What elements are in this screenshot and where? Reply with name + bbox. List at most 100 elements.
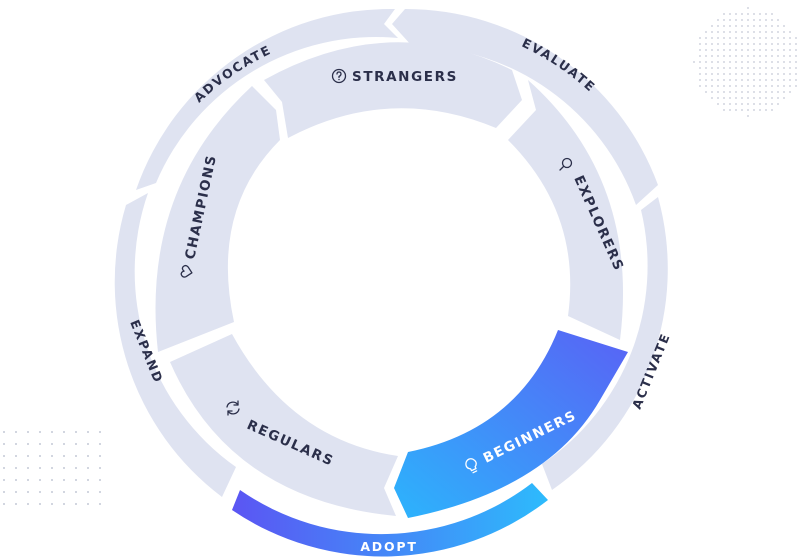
pattern-dot (705, 55, 707, 57)
pattern-dot (693, 61, 695, 63)
pattern-dot (771, 25, 773, 27)
pattern-dot (723, 25, 725, 27)
pattern-dot (765, 103, 767, 105)
pattern-dot (753, 85, 755, 87)
pattern-dot (771, 37, 773, 39)
pattern-dot (735, 43, 737, 45)
pattern-dot (747, 67, 749, 69)
pattern-dot (75, 491, 77, 493)
pattern-dot (717, 61, 719, 63)
pattern-dot (729, 61, 731, 63)
pattern-dot (777, 79, 779, 81)
pattern-dot (729, 103, 731, 105)
segment-regulars[interactable] (170, 334, 398, 516)
pattern-dot (759, 103, 761, 105)
pattern-dot (753, 79, 755, 81)
pattern-dot (15, 479, 17, 481)
segment-strangers[interactable] (264, 42, 522, 138)
pattern-dot (753, 103, 755, 105)
pattern-dot (759, 79, 761, 81)
pattern-dot (777, 67, 779, 69)
magnifier-icon (559, 157, 573, 171)
pattern-dot (747, 91, 749, 93)
pattern-dot (765, 61, 767, 63)
pattern-dot (759, 109, 761, 111)
pattern-dot (99, 491, 101, 493)
pattern-dot (711, 67, 713, 69)
pattern-dot (753, 37, 755, 39)
pattern-dot (771, 85, 773, 87)
pattern-dot (15, 491, 17, 493)
pattern-dot (717, 97, 719, 99)
pattern-dot (771, 19, 773, 21)
pattern-dot (789, 73, 791, 75)
pattern-dot (789, 91, 791, 93)
pattern-dot (723, 31, 725, 33)
pattern-dot (747, 7, 749, 9)
pattern-dot (15, 431, 17, 433)
pattern-dot (723, 55, 725, 57)
pattern-dot (729, 85, 731, 87)
pattern-dot (747, 55, 749, 57)
segment-beginners[interactable] (394, 330, 628, 518)
pattern-dot (789, 49, 791, 51)
pattern-dot (741, 73, 743, 75)
pattern-dot (729, 79, 731, 81)
pattern-dot (747, 31, 749, 33)
segment-explorers[interactable] (508, 80, 624, 340)
pattern-dot (753, 49, 755, 51)
pattern-dot (729, 19, 731, 21)
pattern-dot (87, 479, 89, 481)
pattern-dot (87, 503, 89, 505)
pattern-dot (699, 55, 701, 57)
pattern-dot (735, 25, 737, 27)
pattern-dot (753, 91, 755, 93)
pattern-dot (75, 479, 77, 481)
pattern-dot (771, 103, 773, 105)
pattern-dot (711, 91, 713, 93)
pattern-dot (789, 85, 791, 87)
pattern-dot (87, 467, 89, 469)
pattern-dot (99, 455, 101, 457)
pattern-dot (27, 443, 29, 445)
pattern-dot (27, 479, 29, 481)
pattern-dot (723, 79, 725, 81)
pattern-dot (39, 503, 41, 505)
pattern-dot (753, 25, 755, 27)
pattern-dot (99, 467, 101, 469)
pattern-dot (699, 61, 701, 63)
pattern-dot (759, 43, 761, 45)
pattern-dot (729, 49, 731, 51)
pattern-dot (765, 37, 767, 39)
outer-segment-adopt[interactable] (232, 483, 548, 557)
pattern-dot (723, 109, 725, 111)
pattern-dot (699, 79, 701, 81)
pattern-dot (705, 31, 707, 33)
pattern-dot (759, 31, 761, 33)
pattern-dot (729, 25, 731, 27)
pattern-dot (51, 491, 53, 493)
pattern-dot (771, 43, 773, 45)
pattern-dot (75, 467, 77, 469)
pattern-dot (705, 85, 707, 87)
pattern-dot (765, 67, 767, 69)
pattern-dot (705, 37, 707, 39)
pattern-dot (747, 43, 749, 45)
pattern-dot (747, 25, 749, 27)
pattern-dot (765, 19, 767, 21)
pattern-dot (87, 455, 89, 457)
pattern-dot (765, 49, 767, 51)
pattern-dot (723, 85, 725, 87)
pattern-dot (777, 91, 779, 93)
pattern-dot (717, 43, 719, 45)
pattern-dot (39, 455, 41, 457)
pattern-dot (729, 37, 731, 39)
pattern-dot (741, 31, 743, 33)
pattern-dot (705, 79, 707, 81)
pattern-dot (747, 37, 749, 39)
pattern-dot (759, 73, 761, 75)
pattern-dot (783, 37, 785, 39)
segment-champions[interactable] (155, 86, 280, 352)
pattern-dot (699, 85, 701, 87)
